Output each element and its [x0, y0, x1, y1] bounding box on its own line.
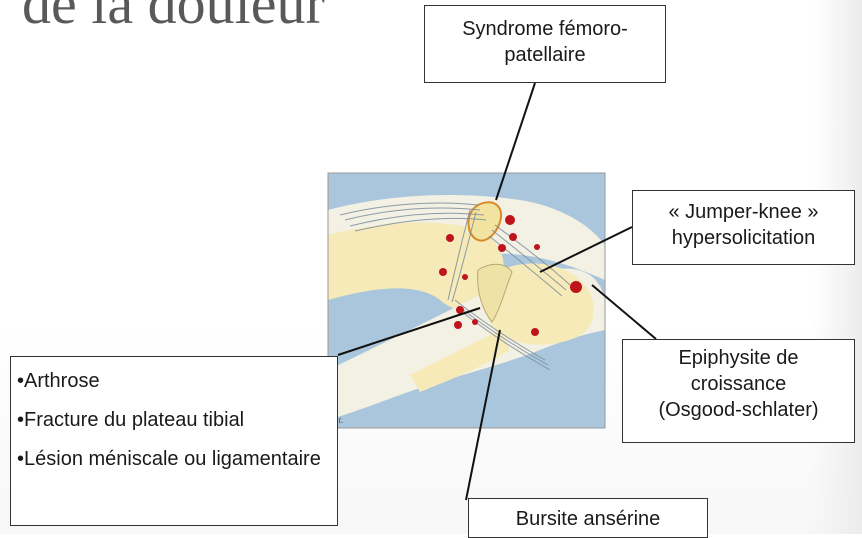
- label-bursite: Bursite ansérine: [468, 498, 708, 538]
- label-epiphysite-line-1: Epiphysite de: [623, 345, 854, 371]
- list-item: •Arthrose: [17, 369, 331, 394]
- label-femoro-line-2: patellaire: [425, 42, 665, 68]
- label-jumper-line-2: hypersolicitation: [633, 225, 854, 251]
- list-item: •Fracture du plateau tibial: [17, 408, 331, 433]
- label-femoro-line-1: Syndrome fémoro-: [425, 16, 665, 42]
- list-item: •Lésion méniscale ou ligamentaire: [17, 447, 331, 472]
- label-arthrose-list: •Arthrose •Fracture du plateau tibial •L…: [10, 356, 338, 526]
- label-epiphysite: Epiphysite de croissance (Osgood-schlate…: [622, 339, 855, 443]
- label-epiphysite-line-3: (Osgood-schlater): [623, 397, 854, 423]
- label-jumper-knee: « Jumper-knee » hypersolicitation: [632, 190, 855, 265]
- label-bursite-text: Bursite ansérine: [469, 506, 707, 532]
- label-jumper-line-1: « Jumper-knee »: [633, 199, 854, 225]
- label-femoro-patellaire: Syndrome fémoro- patellaire: [424, 5, 666, 83]
- label-epiphysite-line-2: croissance: [623, 371, 854, 397]
